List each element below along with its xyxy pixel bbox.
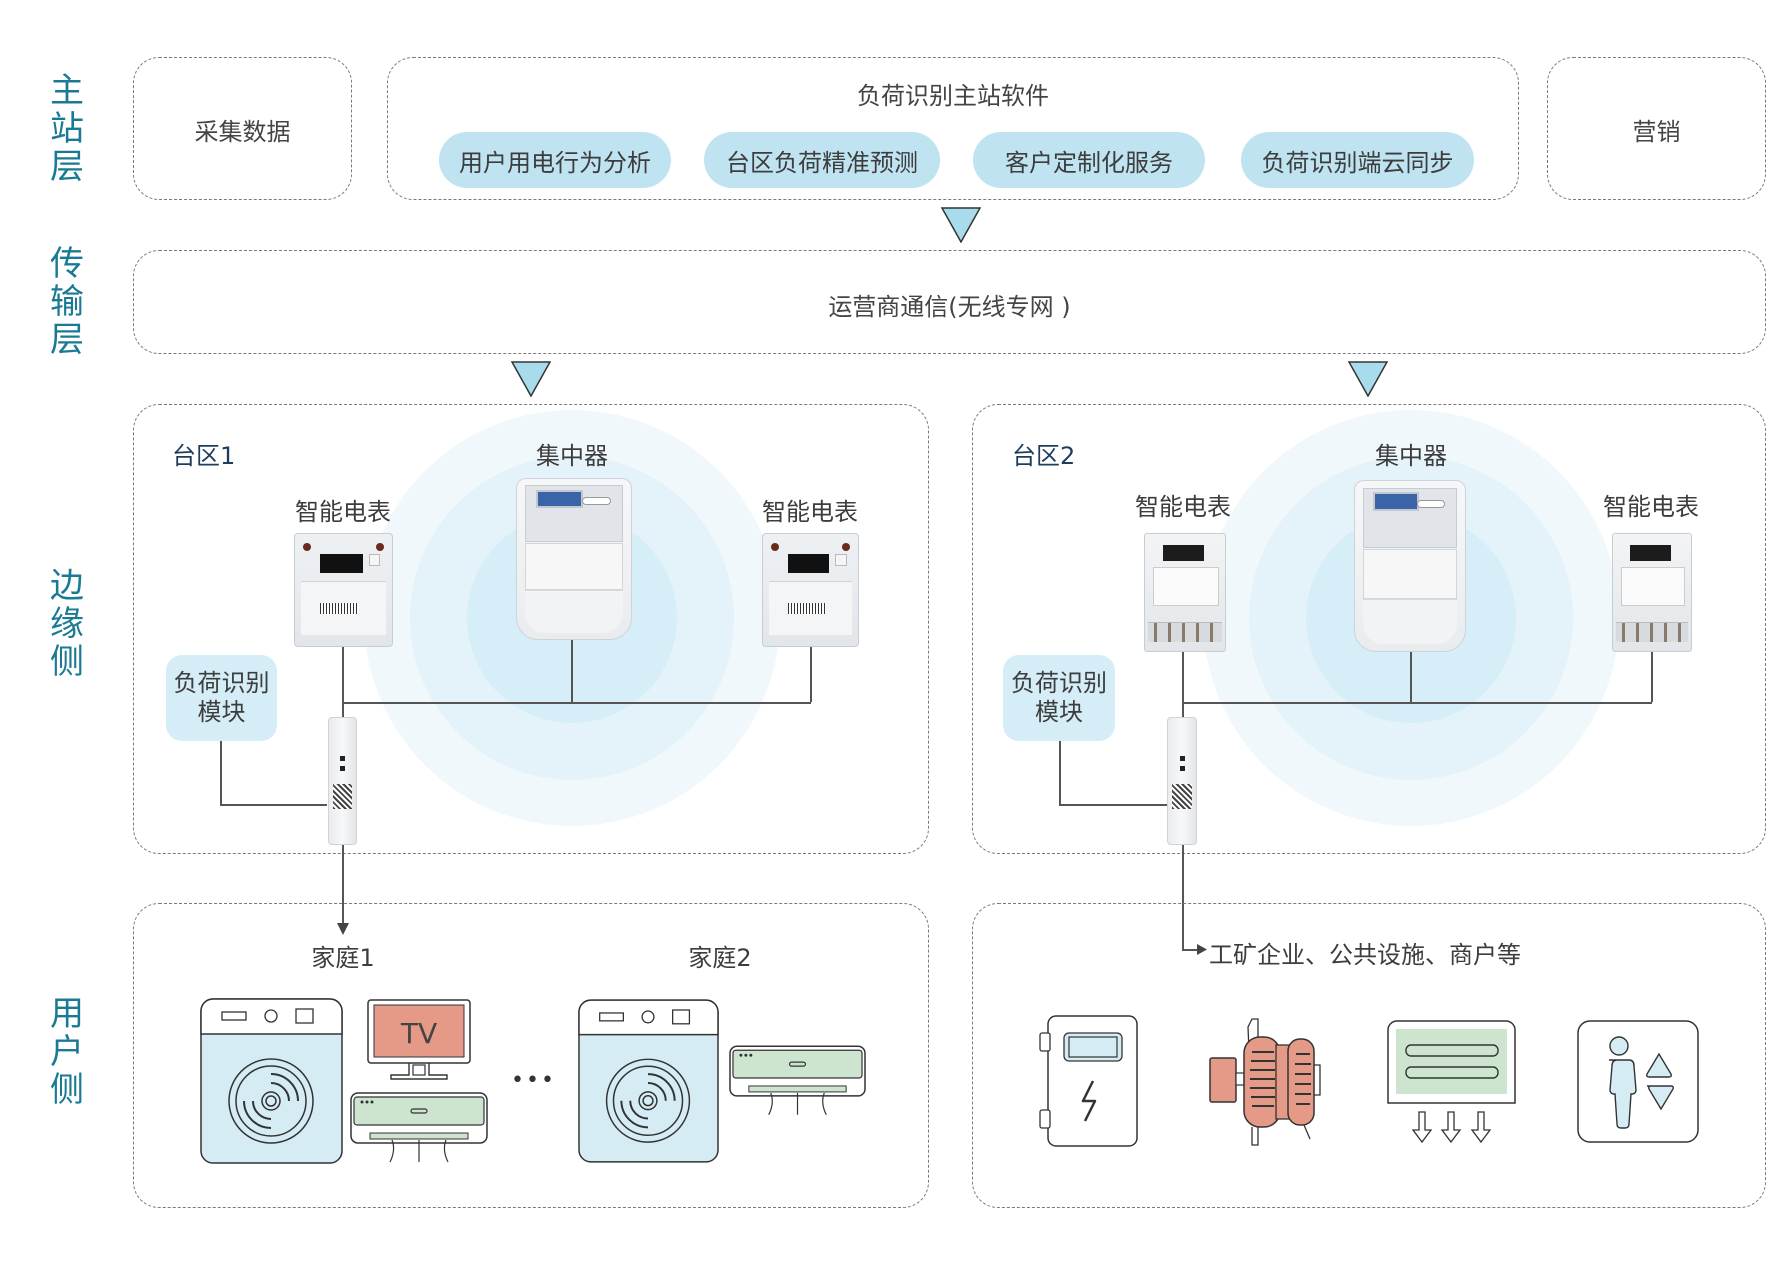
zone-1-title: 台区1 bbox=[172, 442, 236, 470]
service-pill-cloud-sync[interactable]: 负荷识别端云同步 bbox=[1241, 132, 1474, 188]
wire bbox=[1410, 652, 1412, 702]
layer-label-transport: 传输层 bbox=[50, 244, 84, 360]
transport-label: 运营商通信(无线专网 ) bbox=[828, 293, 1071, 321]
smart-meter-device bbox=[1612, 533, 1692, 652]
motor-icon bbox=[1209, 1018, 1321, 1146]
wire bbox=[220, 741, 222, 804]
concentrator-device bbox=[1354, 480, 1466, 652]
air-conditioner-icon bbox=[350, 1092, 488, 1163]
layer-label-user: 用户侧 bbox=[50, 994, 84, 1110]
collect-data-box: 采集数据 bbox=[133, 57, 352, 200]
service-pill-behavior-analysis[interactable]: 用户用电行为分析 bbox=[439, 132, 671, 188]
marketing-label: 营销 bbox=[1632, 118, 1681, 146]
arrow-right-icon bbox=[1197, 944, 1207, 955]
tv-icon: TV bbox=[367, 999, 471, 1080]
layer-label-master: 主站层 bbox=[50, 71, 84, 187]
air-conditioner-icon bbox=[729, 1045, 866, 1116]
wire bbox=[571, 640, 573, 702]
smart-meter-device bbox=[1144, 533, 1226, 652]
display-panel-icon bbox=[1387, 1020, 1516, 1144]
washing-machine-icon bbox=[578, 999, 719, 1163]
smart-meter-label: 智能电表 bbox=[762, 498, 858, 526]
wire bbox=[1182, 845, 1184, 950]
smart-meter-label: 智能电表 bbox=[1603, 493, 1699, 521]
arrow-down-icon bbox=[337, 923, 349, 935]
smart-meter-label: 智能电表 bbox=[295, 498, 391, 526]
wire bbox=[342, 647, 344, 717]
more-households-ellipsis: ••• bbox=[511, 1068, 556, 1093]
concentrator-label: 集中器 bbox=[536, 442, 608, 470]
wire bbox=[1182, 949, 1200, 951]
smart-meter-device bbox=[762, 533, 859, 647]
wire bbox=[220, 804, 327, 806]
concentrator-label: 集中器 bbox=[1375, 442, 1447, 470]
down-arrow-triangle-icon bbox=[941, 207, 981, 243]
down-arrow-triangle-icon bbox=[511, 361, 551, 397]
commercial-box bbox=[972, 903, 1766, 1208]
zone-2-title: 台区2 bbox=[1012, 442, 1076, 470]
collect-data-label: 采集数据 bbox=[194, 118, 291, 146]
zone-1-box bbox=[133, 404, 929, 854]
zone-2-box bbox=[972, 404, 1766, 854]
elevator-icon bbox=[1577, 1020, 1699, 1143]
commercial-label: 工矿企业、公共设施、商户等 bbox=[1209, 941, 1521, 969]
smart-meter-device bbox=[294, 533, 393, 647]
wire bbox=[1059, 741, 1061, 804]
concentrator-device bbox=[516, 478, 632, 640]
service-pill-load-forecast[interactable]: 台区负荷精准预测 bbox=[704, 132, 940, 188]
wire bbox=[342, 845, 344, 930]
household-1-label: 家庭1 bbox=[311, 944, 375, 972]
household-box bbox=[133, 903, 929, 1208]
bus-wire bbox=[1182, 702, 1652, 704]
service-pill-custom-service[interactable]: 客户定制化服务 bbox=[973, 132, 1205, 188]
layer-label-edge: 边缘侧 bbox=[50, 566, 84, 682]
load-id-module-device bbox=[328, 717, 357, 845]
load-id-module-label: 负荷识别模块 bbox=[166, 655, 277, 741]
smart-meter-label: 智能电表 bbox=[1135, 493, 1231, 521]
load-id-software-box: 负荷识别主站软件 bbox=[387, 57, 1519, 200]
washing-machine-icon bbox=[200, 998, 343, 1164]
load-id-module-device bbox=[1167, 717, 1197, 845]
transport-box: 运营商通信(无线专网 ) bbox=[133, 250, 1766, 354]
wire bbox=[1651, 652, 1653, 702]
bus-wire bbox=[342, 702, 811, 704]
wire bbox=[1182, 652, 1184, 717]
tv-label: TV bbox=[400, 1017, 437, 1050]
down-arrow-triangle-icon bbox=[1348, 361, 1388, 397]
wire bbox=[1059, 804, 1167, 806]
load-id-module-label: 负荷识别模块 bbox=[1003, 655, 1115, 741]
household-2-label: 家庭2 bbox=[688, 944, 752, 972]
software-title: 负荷识别主站软件 bbox=[857, 82, 1049, 110]
marketing-box: 营销 bbox=[1547, 57, 1766, 200]
wire bbox=[810, 647, 812, 702]
distribution-cabinet-icon bbox=[1039, 1015, 1138, 1147]
